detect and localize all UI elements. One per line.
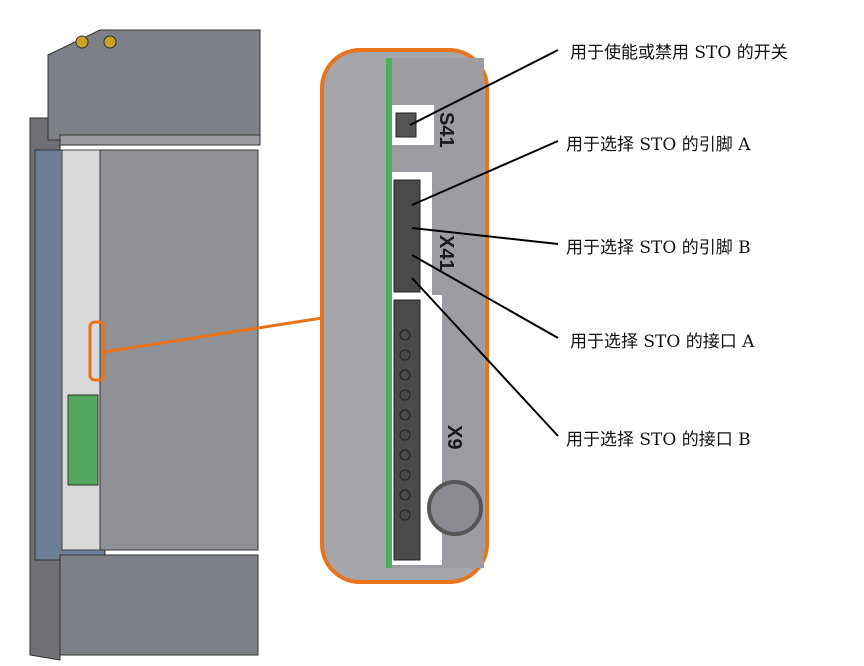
x41-label: X41 (435, 235, 457, 271)
s41-switch (395, 112, 417, 138)
callout-interface-b: 用于选择 STO 的接口 B (566, 430, 751, 450)
drive-unit (29, 29, 261, 661)
detail-view: S41 X41 X9 (320, 48, 489, 584)
leader-lines (409, 49, 559, 437)
zoom-connector-line (103, 316, 323, 354)
s41-label: S41 (435, 112, 457, 148)
callout-pin-a: 用于选择 STO 的引脚 A (566, 135, 751, 155)
callout-pin-b: 用于选择 STO 的引脚 B (566, 238, 751, 258)
callout-interface-a: 用于选择 STO 的接口 A (570, 332, 755, 352)
x41-connector (393, 179, 421, 293)
callout-sto-switch: 用于使能或禁用 STO 的开关 (570, 43, 788, 63)
x9-label: X9 (443, 425, 465, 449)
